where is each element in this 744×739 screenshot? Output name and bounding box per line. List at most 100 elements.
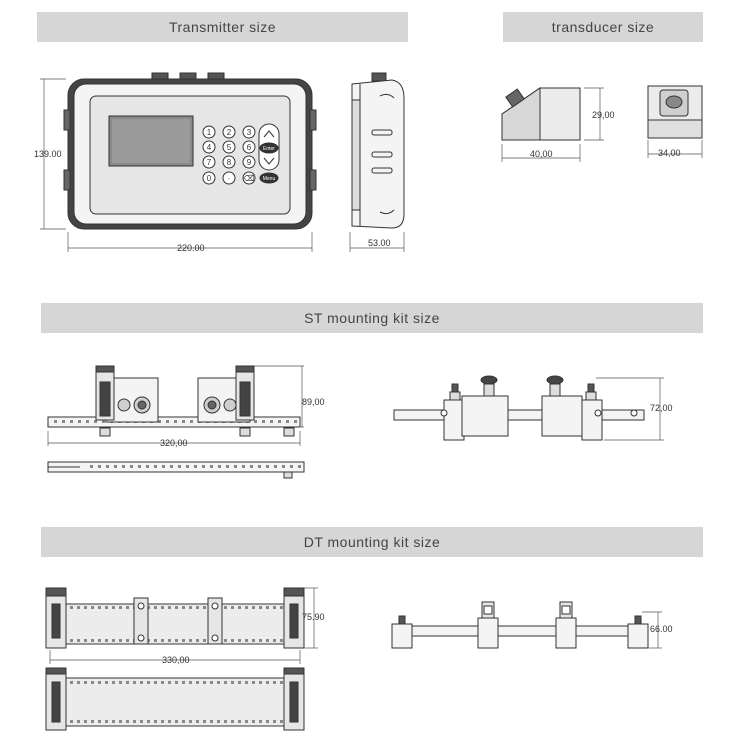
rail-hole bbox=[266, 465, 269, 468]
rail-hole bbox=[186, 465, 189, 468]
rail-hole bbox=[224, 639, 227, 642]
rail-hole bbox=[140, 681, 143, 684]
transmitter-width-label: 220.00 bbox=[177, 243, 205, 253]
rail-hole bbox=[70, 639, 73, 642]
keypad-key bbox=[242, 125, 256, 139]
rail-hole bbox=[231, 720, 234, 723]
keypad-key-label: 4 bbox=[207, 143, 212, 152]
rail-hole bbox=[273, 720, 276, 723]
rail-hole bbox=[203, 681, 206, 684]
transducer-length-label: 40,00 bbox=[530, 149, 553, 159]
rail-hole bbox=[161, 639, 164, 642]
keypad-key-label: 7 bbox=[207, 158, 212, 167]
transmitter-front-view bbox=[63, 72, 317, 230]
rail-hole bbox=[105, 606, 108, 609]
rail-hole bbox=[286, 420, 289, 423]
keypad-key-label: 1 bbox=[207, 128, 212, 137]
transmitter-depth-dimension bbox=[349, 232, 405, 252]
rail-hole bbox=[138, 465, 141, 468]
rail-hole bbox=[242, 465, 245, 468]
enter-key-label: Enter bbox=[263, 146, 275, 152]
rail-hole bbox=[166, 420, 169, 423]
rail-hole bbox=[154, 639, 157, 642]
rail-hole bbox=[280, 639, 283, 642]
rail-hole bbox=[273, 606, 276, 609]
rail-hole bbox=[266, 681, 269, 684]
st-length-label: 320,00 bbox=[160, 438, 188, 448]
rail-hole bbox=[259, 681, 262, 684]
rail-hole bbox=[182, 681, 185, 684]
rail-hole bbox=[259, 606, 262, 609]
rail-hole bbox=[154, 681, 157, 684]
keypad-key bbox=[202, 171, 216, 185]
rail-hole bbox=[190, 420, 193, 423]
rail-hole bbox=[245, 639, 248, 642]
rail-hole bbox=[196, 639, 199, 642]
rail-hole bbox=[168, 681, 171, 684]
rail-hole bbox=[194, 465, 197, 468]
rail-hole bbox=[259, 720, 262, 723]
rail-hole bbox=[133, 720, 136, 723]
rail-hole bbox=[112, 681, 115, 684]
st-mounting-kit-header: ST mounting kit size bbox=[41, 303, 703, 333]
transmitter-side-view bbox=[351, 72, 405, 229]
rail-hole bbox=[84, 720, 87, 723]
rail-hole bbox=[126, 639, 129, 642]
rail-hole bbox=[91, 720, 94, 723]
rail-hole bbox=[231, 606, 234, 609]
rail-hole bbox=[290, 465, 293, 468]
transmitter-dimensions bbox=[40, 78, 313, 252]
rail-hole bbox=[161, 681, 164, 684]
dt-length-label: 330,00 bbox=[162, 655, 190, 665]
nav-buttons: Enter Menu bbox=[258, 123, 280, 184]
rail-hole bbox=[119, 720, 122, 723]
transducer-dimensions bbox=[501, 87, 604, 162]
rail-hole bbox=[86, 420, 89, 423]
rail-hole bbox=[130, 465, 133, 468]
st-kit-rail-view bbox=[47, 461, 305, 479]
rail-hole bbox=[210, 465, 213, 468]
rail-hole bbox=[217, 720, 220, 723]
rail-hole bbox=[105, 681, 108, 684]
rail-hole bbox=[224, 606, 227, 609]
rail-hole bbox=[77, 681, 80, 684]
rail-hole bbox=[126, 720, 129, 723]
st-kit-dimensions bbox=[47, 365, 304, 446]
rail-hole bbox=[252, 720, 255, 723]
rail-hole bbox=[224, 681, 227, 684]
keypad-key bbox=[202, 125, 216, 139]
rail-hole bbox=[62, 420, 65, 423]
keypad-key bbox=[202, 140, 216, 154]
rail-hole bbox=[217, 681, 220, 684]
dt-side-dimension bbox=[642, 611, 662, 649]
rail-hole bbox=[189, 639, 192, 642]
st-kit-top-view bbox=[47, 365, 301, 437]
rail-hole bbox=[259, 639, 262, 642]
transducer-end-dimension bbox=[647, 140, 703, 158]
rail-hole bbox=[175, 681, 178, 684]
rail-hole bbox=[162, 465, 165, 468]
rail-hole bbox=[210, 681, 213, 684]
rail-hole bbox=[262, 420, 265, 423]
rail-hole bbox=[168, 639, 171, 642]
keypad-key bbox=[222, 140, 236, 154]
keypad-key-label: 2 bbox=[227, 128, 232, 137]
transmitter-size-header: Transmitter size bbox=[37, 12, 408, 42]
rail-hole bbox=[298, 465, 301, 468]
rail-hole bbox=[122, 465, 125, 468]
rail-hole bbox=[98, 720, 101, 723]
rail-hole bbox=[175, 606, 178, 609]
rail-hole bbox=[70, 720, 73, 723]
rail-hole bbox=[278, 420, 281, 423]
transducer-height-label: 29,00 bbox=[592, 110, 615, 120]
keypad-key-label: · bbox=[228, 174, 231, 183]
st-kit-side-view bbox=[393, 375, 645, 441]
rail-hole bbox=[182, 420, 185, 423]
rail-hole bbox=[238, 606, 241, 609]
rail-hole bbox=[70, 606, 73, 609]
rail-hole bbox=[274, 465, 277, 468]
rail-hole bbox=[77, 606, 80, 609]
rail-hole bbox=[112, 639, 115, 642]
